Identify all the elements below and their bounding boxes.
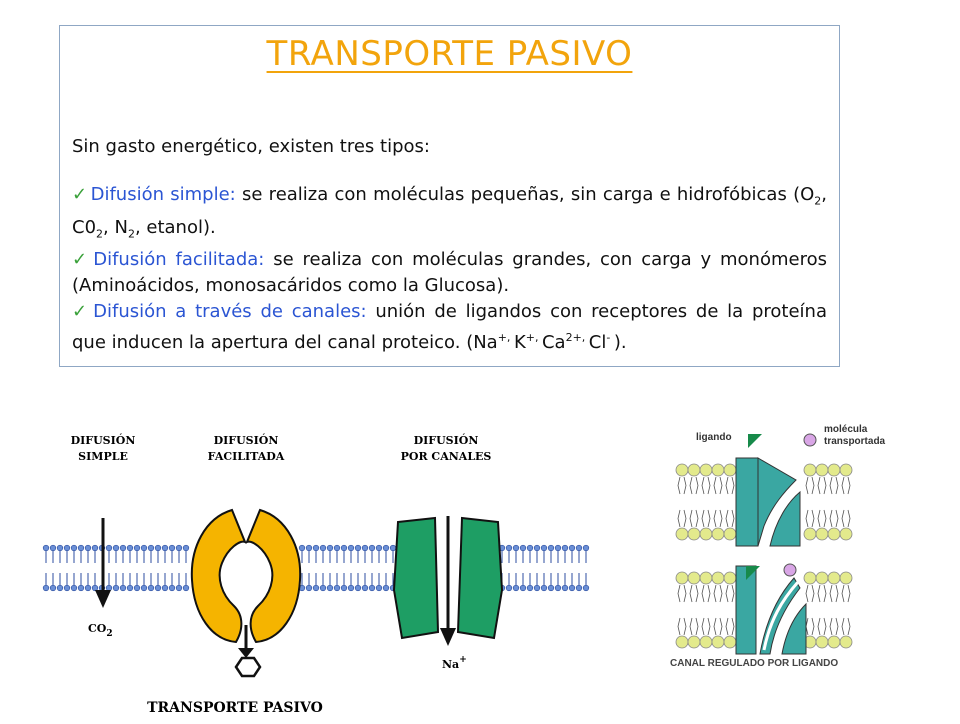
list-item-difusion-simple: ✓Difusión simple: se realiza con molécul…: [72, 184, 828, 241]
facilitated-arrowhead: [238, 648, 254, 658]
carrier-protein: [190, 508, 302, 644]
label-canales-line2: POR CANALES: [401, 450, 492, 463]
passive-transport-diagram: DIFUSIÓN SIMPLE DIFUSIÓN FACILITADA DIFU…: [40, 420, 600, 720]
ligand-icon: [748, 434, 762, 448]
simple-arrowhead: [95, 590, 111, 608]
label-simple-line1: DIFUSIÓN: [71, 433, 136, 447]
page-title: TRANSPORTE PASIVO: [266, 34, 633, 74]
term: Difusión a través de canales:: [93, 301, 367, 323]
term: Difusión facilitada:: [93, 249, 265, 271]
molecule-icon: [803, 433, 817, 447]
passive-transport-svg: DIFUSIÓN SIMPLE DIFUSIÓN FACILITADA DIFU…: [42, 433, 590, 716]
right-caption: CANAL REGULADO POR LIGANDO: [670, 658, 838, 669]
label-simple-line2: SIMPLE: [78, 450, 128, 463]
lipid-bilayer-right: [675, 463, 853, 649]
hexagon-molecule: [234, 656, 262, 678]
ligand-gated-svg: ligando molécula transportada CANAL REGU…: [670, 424, 886, 669]
transported-molecule: [783, 563, 797, 577]
channel-arrowhead: [440, 628, 456, 646]
label-canales-line1: DIFUSIÓN: [414, 433, 479, 447]
ligand-gated-channel-diagram: ligando molécula transportada CANAL REGU…: [660, 420, 900, 680]
label-facilitada-line1: DIFUSIÓN: [214, 433, 279, 447]
intro-text: Sin gasto energético, existen tres tipos…: [72, 136, 430, 157]
molecula-label-line2: transportada: [824, 436, 886, 447]
lipid-bilayer: [42, 544, 590, 592]
channel-closed: [735, 457, 801, 547]
na-label: Na+: [442, 655, 467, 671]
ligando-label: ligando: [696, 432, 732, 443]
check-icon: ✓: [72, 301, 91, 323]
check-icon: ✓: [72, 184, 88, 205]
label-facilitada-line2: FACILITADA: [208, 450, 285, 463]
check-icon: ✓: [72, 249, 91, 271]
channel-open: [735, 563, 807, 655]
list-item-difusion-canales: ✓Difusión a través de canales: unión de …: [72, 301, 827, 354]
molecula-label-line1: molécula: [824, 424, 868, 435]
text-box: TRANSPORTE PASIVO Sin gasto energético, …: [59, 25, 840, 367]
diagram-caption: TRANSPORTE PASIVO: [147, 700, 323, 716]
content: Sin gasto energético, existen tres tipos…: [72, 134, 827, 356]
channel-protein: [392, 516, 504, 640]
bound-ligand: [746, 566, 760, 580]
list-item-difusion-facilitada: ✓Difusión facilitada: se realiza con mol…: [72, 249, 827, 297]
co2-label: CO2: [88, 622, 113, 639]
term: Difusión simple:: [90, 184, 236, 205]
